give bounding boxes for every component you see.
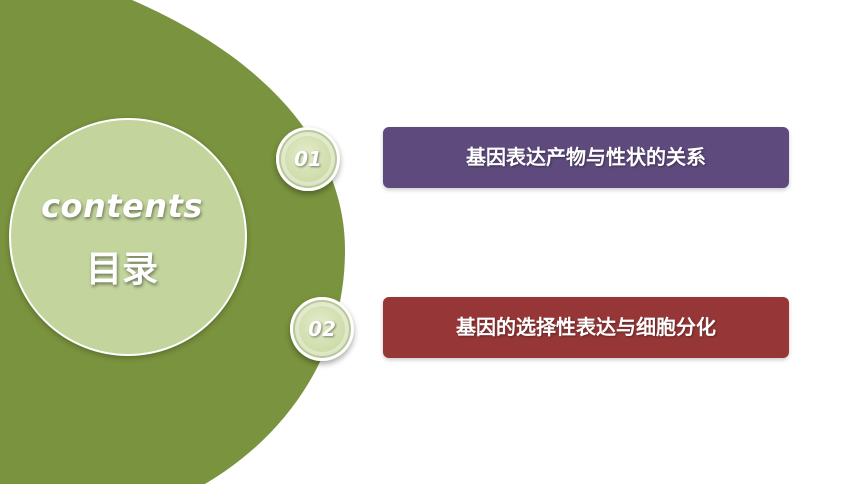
- item-number-01: 01: [294, 147, 322, 171]
- item-number-badge-02: 02: [290, 297, 354, 361]
- item-number-02: 02: [308, 317, 336, 341]
- item-label-01: 基因表达产物与性状的关系: [466, 145, 706, 169]
- contents-circle: [9, 118, 247, 356]
- item-bar-01[interactable]: 基因表达产物与性状的关系: [383, 127, 789, 188]
- contents-title: contents: [41, 187, 203, 225]
- item-number-badge-01: 01: [276, 127, 340, 191]
- badge-inner-circle: [299, 306, 345, 352]
- mulu-title: 目录: [85, 249, 158, 290]
- badge-inner-circle: [285, 136, 331, 182]
- item-label-02: 基因的选择性表达与细胞分化: [456, 315, 716, 339]
- item-bar-02[interactable]: 基因的选择性表达与细胞分化: [383, 297, 789, 358]
